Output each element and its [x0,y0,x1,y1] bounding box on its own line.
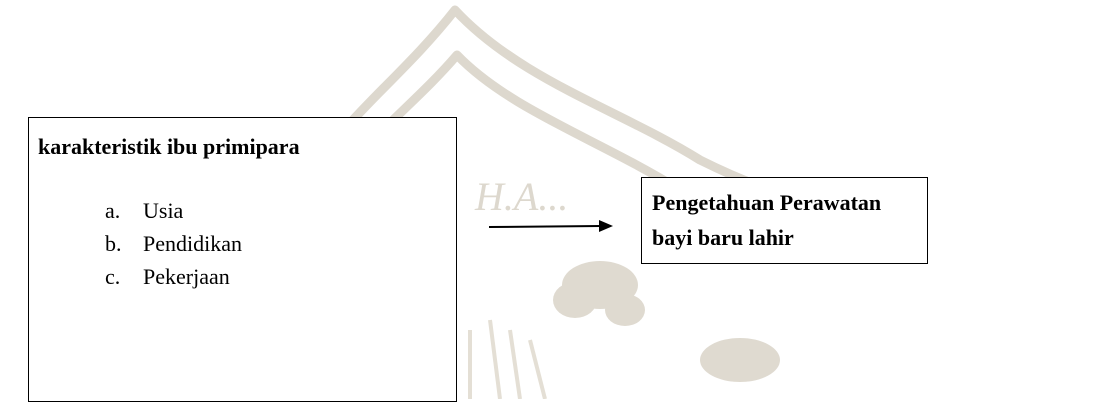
list-item-marker: b. [105,231,122,256]
karakteristik-box: karakteristik ibu primipara a. Usia b. P… [28,117,457,402]
arrow-icon [489,220,613,232]
watermark-text: H.A... [474,174,568,219]
list-item-marker: c. [105,264,121,289]
list-item-label: Pendidikan [143,231,242,256]
list-item-label: Pekerjaan [143,264,230,289]
list-item-label: Usia [143,198,184,223]
karakteristik-title: karakteristik ibu primipara [38,134,300,159]
list-item-marker: a. [105,198,121,223]
pengetahuan-title: Pengetahuan Perawatan bayi baru lahir [652,190,882,250]
pengetahuan-box: Pengetahuan Perawatan bayi baru lahir [641,177,928,264]
